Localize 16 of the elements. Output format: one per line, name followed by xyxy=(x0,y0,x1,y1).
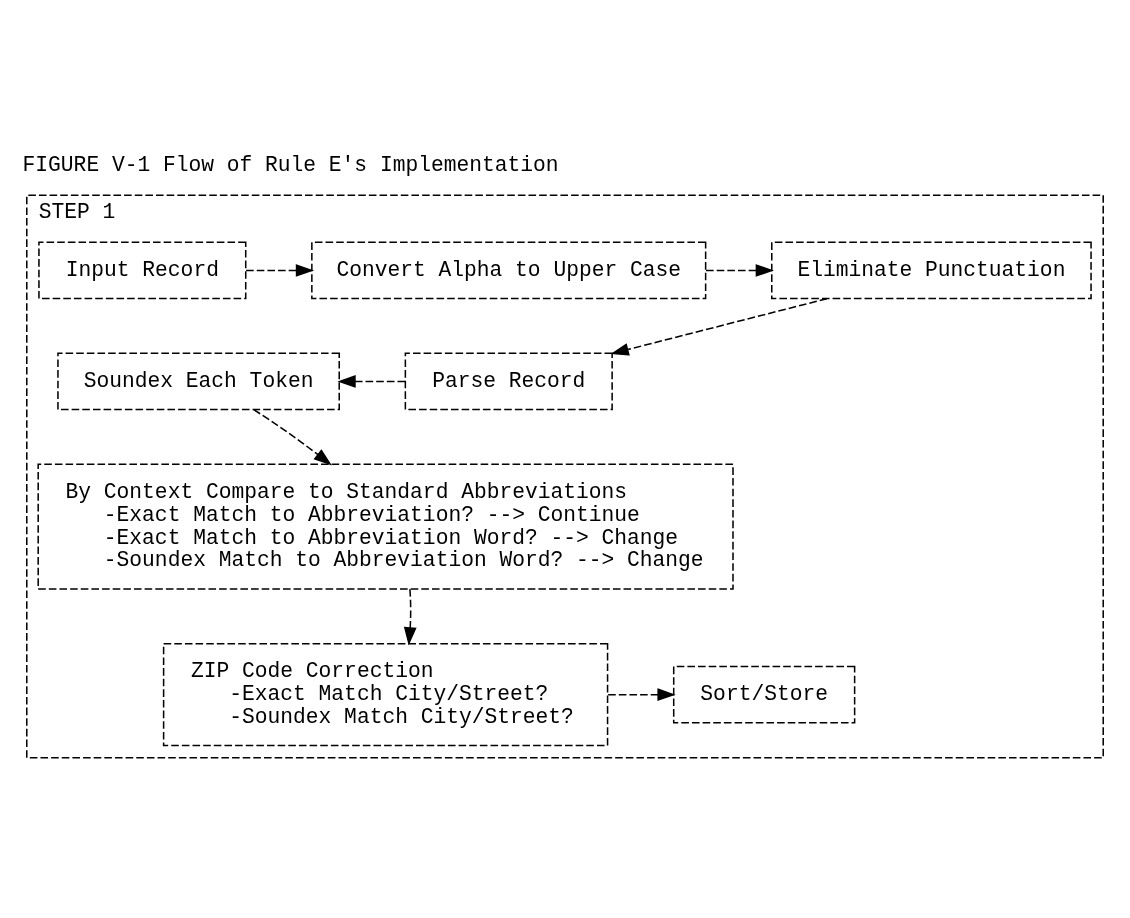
node-box: Soundex Each Token xyxy=(57,352,340,411)
arrow xyxy=(253,408,332,466)
node-box: Input Record xyxy=(38,241,247,300)
diagram-title: FIGURE V-1 Flow of Rule E's Implementation xyxy=(22,153,559,178)
arrow xyxy=(607,688,676,702)
node-box: Eliminate Punctuation xyxy=(771,241,1092,300)
node-box: By Context Compare to Standard Abbreviations -Exact Match to Abbreviation? --> Continue -Exact Match to Abbreviation Word? --> Change -Soundex Match to Abbreviation Word? --> Change xyxy=(37,463,734,590)
arrow xyxy=(245,264,315,277)
arrow xyxy=(337,375,406,388)
node-box: ZIP Code Correction -Exact Match City/Street? -Soundex Match City/Street? xyxy=(162,642,609,747)
node-box: Convert Alpha to Upper Case xyxy=(311,241,707,300)
arrow xyxy=(610,297,828,356)
node-box: Parse Record xyxy=(404,352,613,411)
arrow xyxy=(403,588,417,646)
arrow xyxy=(705,264,774,277)
node-box: Sort/Store xyxy=(672,665,856,724)
